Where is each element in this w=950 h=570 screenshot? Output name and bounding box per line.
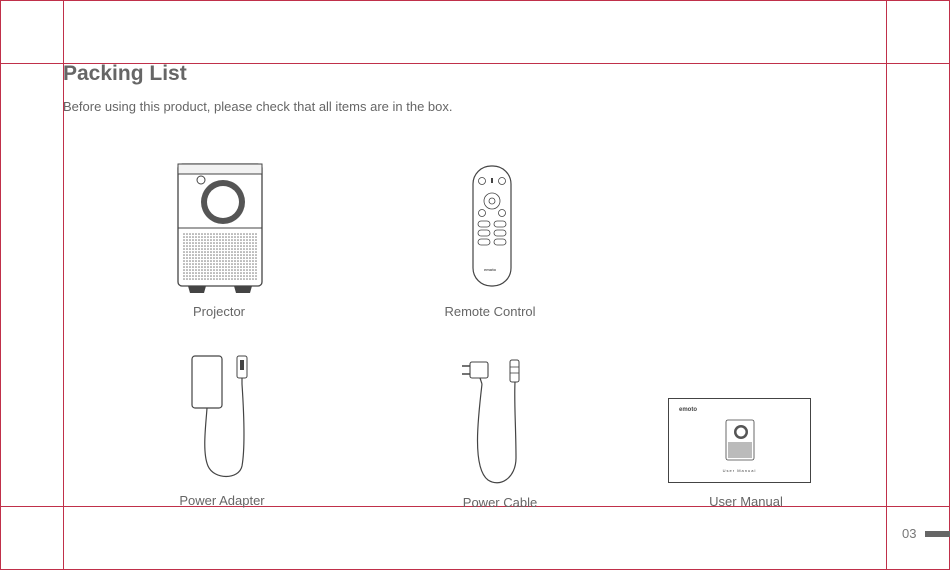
manual-cover-title: User Manual [669, 468, 810, 473]
page-number: 03 [902, 526, 916, 541]
guide-line-right [886, 0, 887, 570]
caption-projector: Projector [193, 304, 245, 319]
power-adapter-illustration [190, 354, 260, 490]
caption-cable: Power Cable [463, 495, 537, 510]
caption-adapter: Power Adapter [179, 493, 264, 508]
projector-illustration [176, 162, 264, 296]
page-title: Packing List [63, 62, 187, 86]
power-cable-illustration [458, 358, 533, 488]
caption-remote: Remote Control [444, 304, 535, 319]
user-manual-illustration: emoto User Manual [668, 398, 811, 483]
manual-brand-logo: emoto [679, 407, 697, 413]
intro-text: Before using this product, please check … [63, 99, 453, 114]
page-number-bar [925, 531, 950, 537]
caption-manual: User Manual [709, 494, 783, 509]
remote-brand-logo: emoto [484, 267, 496, 272]
